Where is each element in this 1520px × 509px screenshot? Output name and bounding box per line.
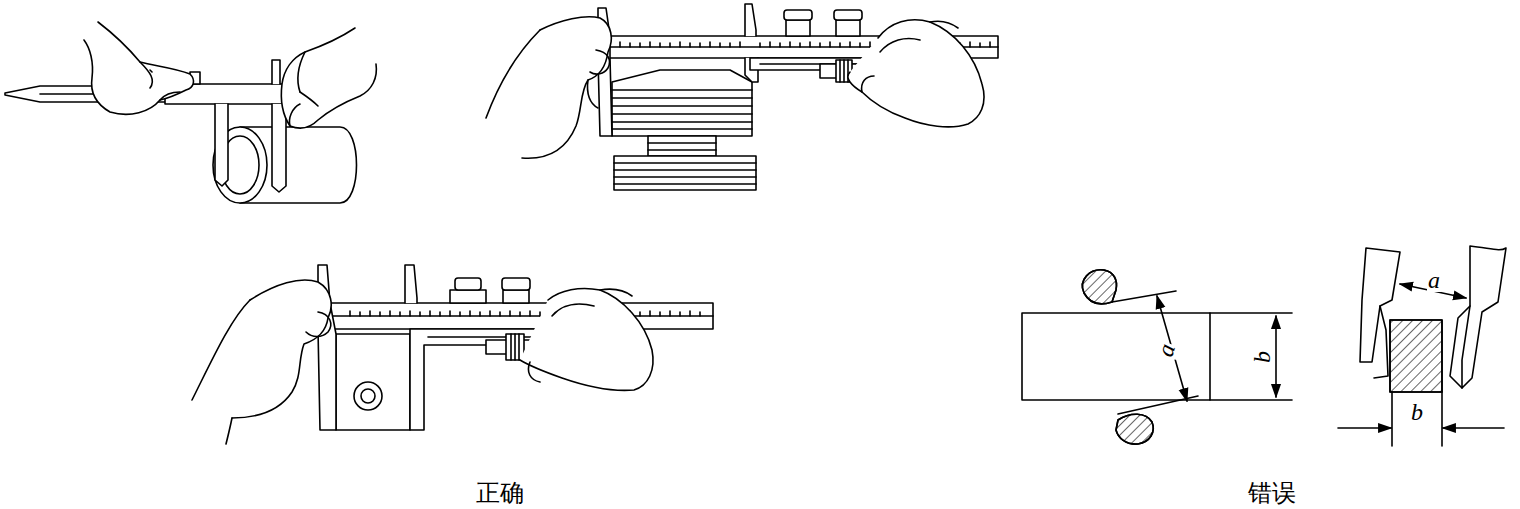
line-art — [612, 105, 752, 107]
line-art — [587, 80, 598, 108]
line-art — [612, 128, 752, 130]
line-art — [880, 39, 920, 53]
line-art — [1082, 270, 1116, 304]
line-art — [1210, 399, 1292, 401]
wrong-tilt-figure — [1022, 270, 1292, 444]
line-art — [405, 265, 417, 303]
line-art — [648, 136, 716, 156]
line-art — [784, 10, 812, 20]
line-art — [350, 311, 700, 316]
line-art — [1116, 414, 1153, 444]
line-art — [160, 92, 180, 100]
line-art — [1462, 246, 1506, 388]
line-art — [150, 70, 152, 72]
line-art — [612, 97, 752, 99]
line-art — [289, 104, 300, 126]
line-art — [272, 60, 280, 84]
line-art — [648, 142, 716, 144]
line-art — [354, 382, 382, 410]
line-art — [215, 104, 228, 186]
line-art — [612, 70, 752, 136]
line-art — [745, 4, 756, 36]
line-art — [520, 288, 653, 390]
line-art — [1210, 312, 1292, 314]
line-art — [612, 113, 752, 115]
line-art — [486, 30, 540, 118]
caption-label: 正确 — [476, 481, 524, 505]
line-art — [614, 176, 756, 178]
line-art — [1390, 320, 1442, 392]
line-art — [306, 312, 331, 337]
line-art — [410, 329, 540, 430]
line-art — [320, 315, 713, 317]
line-art — [300, 92, 318, 106]
stepped-part-figure — [486, 4, 998, 190]
dimension-label: b — [1410, 400, 1424, 424]
line-art — [786, 20, 810, 36]
line-art — [1022, 313, 1210, 400]
line-art — [336, 334, 410, 430]
line-art — [1450, 306, 1470, 388]
line-art — [930, 21, 958, 28]
line-art — [510, 334, 512, 360]
line-art — [614, 162, 756, 164]
line-art — [1441, 392, 1443, 446]
block-measure-figure — [192, 265, 713, 444]
line-art — [612, 89, 752, 91]
dimension-label: a — [1153, 340, 1180, 360]
line-art — [361, 389, 375, 403]
line-art — [590, 50, 610, 74]
line-art — [614, 183, 756, 185]
line-art — [552, 304, 594, 316]
line-art — [1275, 316, 1277, 397]
line-art — [1374, 306, 1388, 378]
line-art — [839, 60, 841, 82]
line-art — [84, 22, 193, 114]
drawing-group — [5, 4, 1506, 446]
line-art — [1390, 320, 1442, 392]
line-art — [614, 169, 756, 171]
line-art — [1082, 270, 1116, 304]
line-art — [600, 289, 632, 296]
wrong-jaw-figure — [1338, 246, 1506, 446]
dimension-label: b — [1250, 350, 1274, 364]
line-art — [834, 10, 862, 20]
line-art — [614, 156, 756, 190]
line-art — [506, 334, 524, 360]
caption-label: 错误 — [1248, 481, 1296, 505]
line-art — [612, 121, 752, 123]
line-art — [648, 149, 716, 151]
line-art — [455, 278, 481, 290]
line-art — [514, 334, 516, 360]
line-art — [843, 60, 845, 82]
line-art — [836, 20, 860, 36]
line-art — [226, 418, 232, 444]
line-art — [1116, 414, 1153, 444]
line-art — [232, 280, 331, 418]
line-art — [848, 20, 984, 127]
line-art — [272, 104, 286, 192]
line-art — [1360, 248, 1400, 362]
line-art — [320, 303, 713, 329]
line-art — [503, 290, 529, 303]
line-art — [1391, 392, 1393, 446]
line-art — [450, 290, 486, 303]
line-art — [140, 62, 152, 88]
line-art — [1112, 291, 1176, 302]
line-art — [522, 17, 611, 159]
line-art — [502, 278, 530, 290]
line-art — [862, 76, 874, 92]
tube-measure-figure — [5, 22, 376, 203]
line-art — [1443, 427, 1504, 429]
line-art — [298, 52, 305, 92]
line-art — [281, 28, 376, 128]
dimension-label: a — [1427, 268, 1441, 292]
line-art — [192, 300, 250, 400]
line-art — [1338, 427, 1391, 429]
line-art — [518, 334, 520, 360]
line-art — [528, 362, 540, 382]
